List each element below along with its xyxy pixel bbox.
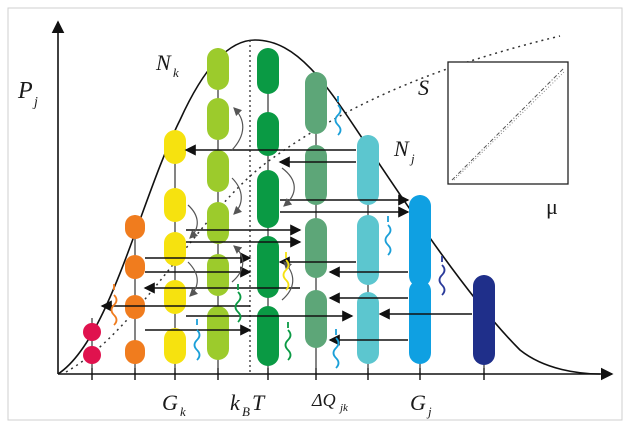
photon-wave-icon [282, 259, 290, 291]
image-border [7, 7, 623, 421]
photon-wave-icon [284, 329, 292, 361]
entropy-dotted-curve [65, 35, 561, 373]
curve-nj-label: N [393, 136, 410, 161]
axes [51, 20, 614, 381]
chain-lime-icon [207, 48, 229, 360]
curve-nk-label: N [155, 50, 172, 75]
chain-orange-icon [125, 215, 145, 364]
photon-wave-icon [234, 291, 242, 323]
gk-label: G [162, 390, 178, 415]
curved-arrows [187, 107, 295, 301]
chain-navy-icon [473, 275, 495, 365]
photon-waves [110, 96, 446, 369]
entropy-label: S [418, 75, 429, 100]
kbt-label-b: B [242, 404, 250, 419]
chain-sage-icon [305, 72, 327, 348]
chain-green-icon [257, 48, 279, 366]
gj-label: G [410, 390, 426, 415]
y-axis-label: P [17, 78, 33, 104]
dq-label: ΔQ [311, 390, 336, 410]
photon-wave-icon [110, 294, 118, 326]
dq-label-sub: jk [338, 402, 349, 414]
mu-label: μ [546, 194, 558, 219]
chain-blue-icon [409, 195, 431, 364]
gj-label-sub: j [426, 404, 432, 419]
photon-wave-icon [384, 224, 392, 256]
gk-label-sub: k [180, 404, 186, 419]
curve-nj-label-sub: j [409, 151, 415, 166]
curve-nk-label-sub: k [173, 65, 179, 80]
photon-wave-icon [438, 264, 446, 296]
photon-wave-icon [332, 337, 340, 369]
chain-crimson-icon [83, 323, 101, 364]
kbt-label-k: k [230, 390, 241, 415]
y-axis-label-sub: j [32, 95, 38, 110]
photon-wave-icon [334, 104, 342, 136]
photon-wave-icon [193, 329, 201, 361]
chain-cyan-icon [357, 135, 379, 364]
distribution-curve [57, 39, 601, 375]
kbt-label-t: T [252, 390, 266, 415]
transition-arrows [100, 144, 472, 346]
inset-plot [447, 61, 569, 185]
